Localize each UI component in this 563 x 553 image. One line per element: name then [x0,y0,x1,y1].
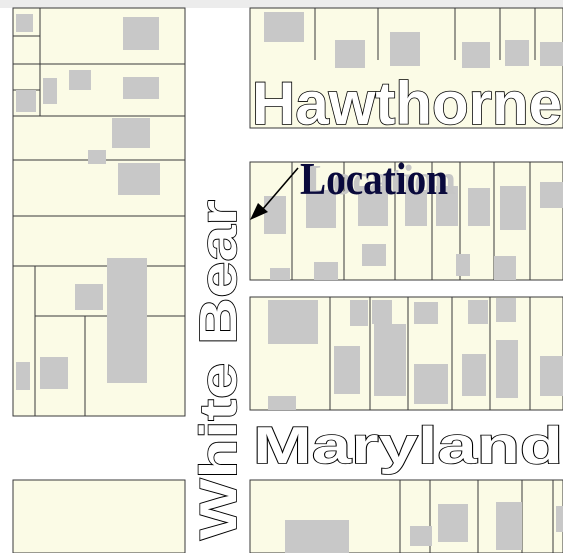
building [16,90,36,112]
location-label-shadow: Location [306,158,456,204]
lot-lines-north [314,8,536,60]
building [334,346,360,394]
building [505,40,529,66]
building [500,186,526,230]
street-label-hawthorne: Hawthorne [252,70,562,137]
building [496,502,522,550]
building [374,324,406,396]
building [362,244,386,266]
building [264,12,304,42]
building [43,78,57,104]
building [414,302,438,324]
building [496,340,518,398]
buildings-center [264,182,563,280]
building [414,364,448,404]
building [556,506,563,532]
building [405,190,427,226]
building [468,188,490,226]
building [270,268,290,280]
buildings-north [264,12,563,68]
building [16,14,33,32]
building [410,526,432,546]
location-arrow-icon [250,167,299,220]
parcels-north [249,7,563,129]
building [285,520,349,553]
building [268,396,296,410]
location-label: Location [300,153,448,204]
parcel-block [249,7,563,129]
building [314,262,338,280]
building [264,196,286,234]
building [123,77,159,99]
parcel [12,215,186,267]
building [268,300,318,344]
building [540,42,563,66]
building [40,357,68,389]
street-label-maryland: Maryland [253,417,563,475]
buildings-south-center [268,298,563,410]
building [69,70,91,90]
building [462,354,486,396]
building [358,186,388,226]
building [16,362,30,390]
street-label-white-bear: White Bear [190,200,248,540]
building [372,300,392,324]
building [112,118,150,148]
buildings-west [16,14,160,390]
building [462,42,490,68]
building [350,300,368,326]
building [88,150,106,164]
building [438,504,468,542]
building [436,186,458,226]
building [306,190,336,228]
building [107,258,147,383]
building [75,284,103,310]
building [456,254,470,276]
building [123,17,159,50]
building [118,163,160,195]
parcel [12,479,186,553]
building [540,356,563,396]
buildings-south [285,502,563,553]
lot-lines-south-center [329,297,531,410]
building [390,32,420,66]
parcel [12,265,36,417]
building [494,256,516,280]
building [335,40,365,68]
building [540,182,563,208]
building [496,298,516,322]
building [468,300,488,324]
